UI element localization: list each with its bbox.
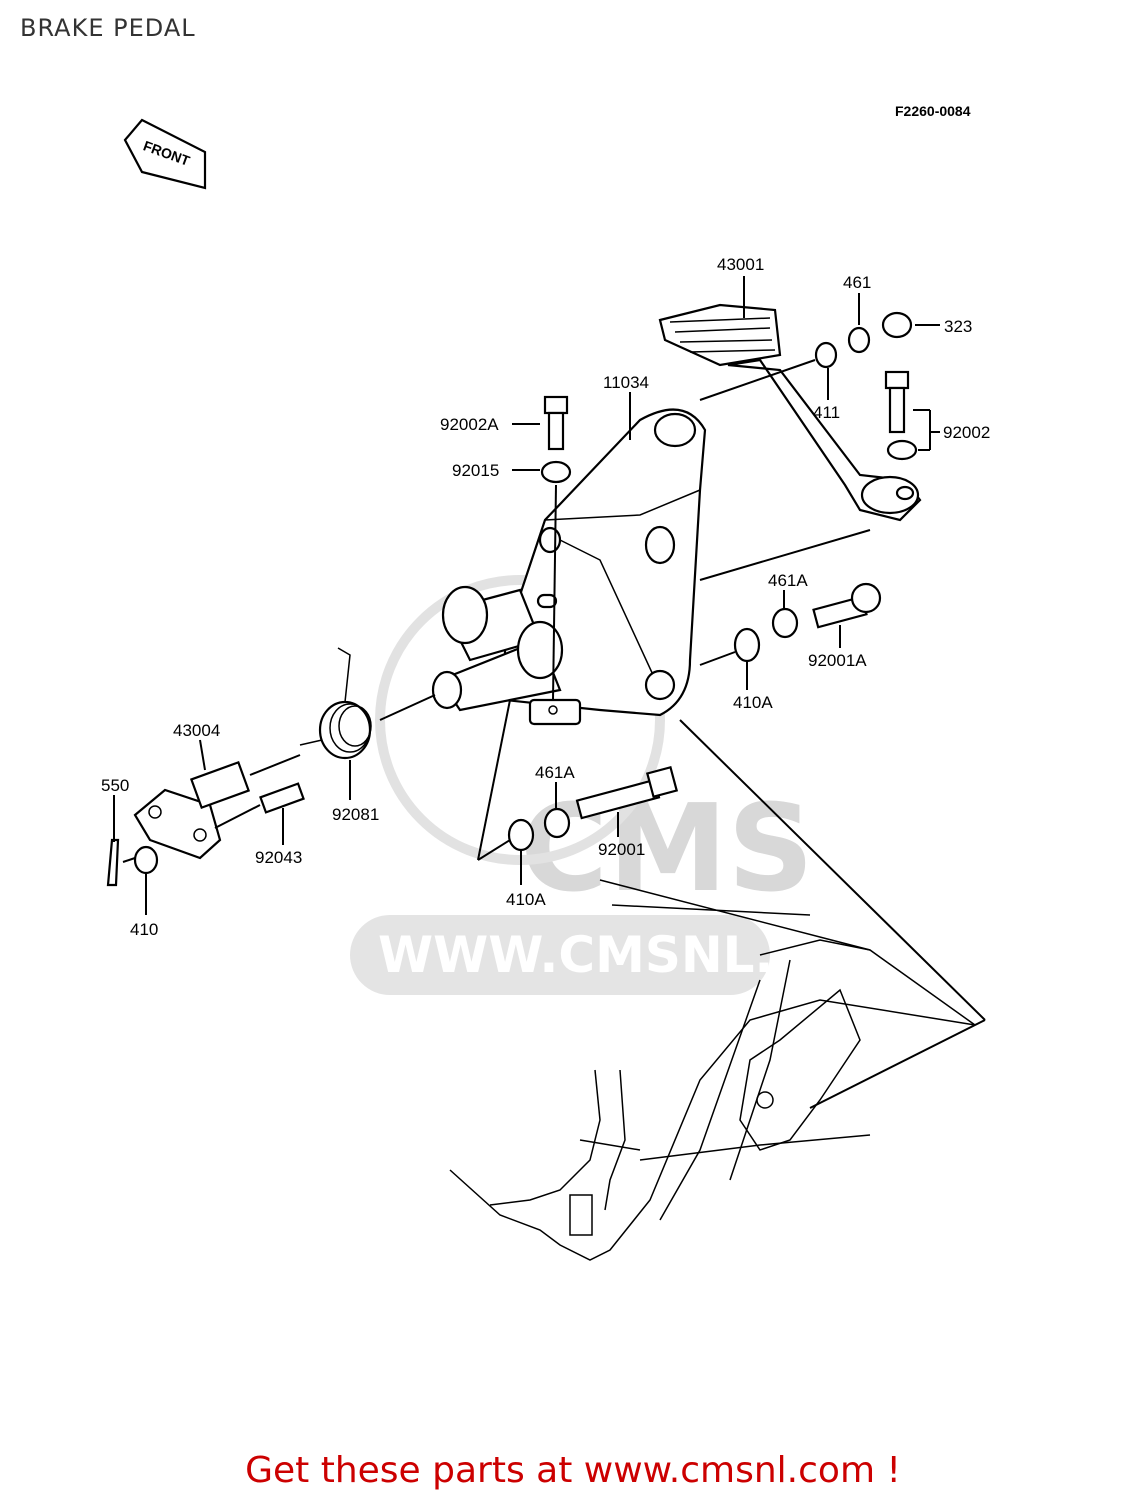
bolt-92002A-head: [543, 395, 569, 415]
label-410A-upper: 410A: [733, 693, 773, 712]
part-labels: 43001 461 323 411 11034 92002A 92002 920…: [101, 255, 990, 939]
cotter-pin-550: [106, 838, 120, 887]
washer-410: [133, 845, 159, 875]
bolt-92002-head: [884, 370, 910, 390]
label-461: 461: [843, 273, 871, 292]
spring-92081: [299, 647, 372, 760]
page-title: BRAKE PEDAL: [20, 14, 196, 42]
pedal-43001: [658, 303, 922, 522]
label-323: 323: [944, 317, 972, 336]
washer-461A-upper: [771, 607, 799, 639]
label-92002: 92002: [943, 423, 990, 442]
bracket-11034: [431, 408, 707, 726]
label-92043: 92043: [255, 848, 302, 867]
label-461A-lower: 461A: [535, 763, 575, 782]
label-411: 411: [813, 403, 840, 422]
washer-410A-upper: [733, 627, 761, 663]
nut-92015: [540, 460, 572, 484]
label-43001: 43001: [717, 255, 764, 274]
bolt-92001-head: [645, 765, 679, 799]
label-410A-lower: 410A: [506, 890, 546, 909]
washer-411: [814, 341, 838, 369]
label-410: 410: [130, 920, 158, 939]
watermark-url: WWW.CMSNL.COM: [378, 926, 903, 984]
front-direction-tag: FRONT: [123, 118, 207, 190]
label-92001: 92001: [598, 840, 645, 859]
nut-323: [881, 311, 913, 339]
label-92001A: 92001A: [808, 651, 867, 670]
label-92015: 92015: [452, 461, 499, 480]
shaft-43004: [133, 760, 251, 860]
label-11034: 11034: [603, 373, 649, 392]
figure-code: F2260-0084: [895, 103, 971, 119]
watermark-band: [350, 915, 770, 995]
washer-461A-lower: [543, 807, 571, 839]
bolt-92001A-head: [850, 582, 882, 614]
leader-lines: [113, 276, 986, 1109]
label-92002A: 92002A: [440, 415, 499, 434]
pin-92043: [259, 782, 305, 814]
washer-92002: [886, 439, 918, 461]
washer-461: [847, 326, 871, 354]
label-461A-upper: 461A: [768, 571, 808, 590]
washer-410A-lower: [507, 818, 535, 852]
label-43004: 43004: [173, 721, 220, 740]
bolt-92002A-shank: [547, 411, 565, 451]
bolt-92002-shank: [888, 386, 906, 434]
promo-link[interactable]: Get these parts at www.cmsnl.com !: [245, 1450, 901, 1491]
label-92081: 92081: [332, 805, 379, 824]
label-550: 550: [101, 776, 129, 795]
